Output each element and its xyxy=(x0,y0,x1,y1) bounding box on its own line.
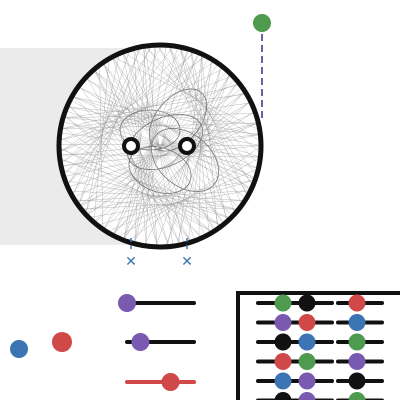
purple-slider-2-knob[interactable] xyxy=(131,333,150,351)
spirograph-disc xyxy=(56,42,264,250)
disc-lobe xyxy=(148,88,208,152)
palette-swatch-black[interactable] xyxy=(348,372,366,390)
color-palette-panel xyxy=(236,291,400,400)
palette-frame xyxy=(236,291,400,400)
palette-swatch-purple[interactable] xyxy=(298,372,316,390)
right-pin[interactable] xyxy=(178,137,196,155)
palette-swatch-black[interactable] xyxy=(274,392,292,400)
palette-swatch-green[interactable] xyxy=(274,294,292,312)
palette-swatch-blue[interactable] xyxy=(298,333,316,351)
red-ball[interactable] xyxy=(52,332,72,352)
palette-swatch-purple[interactable] xyxy=(298,392,316,400)
blue-ball[interactable] xyxy=(10,340,28,358)
palette-swatch-blue[interactable] xyxy=(348,314,366,331)
disc-rim xyxy=(56,42,264,250)
disc-lobe xyxy=(128,146,192,194)
left-pin[interactable] xyxy=(122,137,140,155)
palette-swatch-red[interactable] xyxy=(274,353,292,370)
palette-swatch-red[interactable] xyxy=(298,314,316,331)
palette-swatch-green[interactable] xyxy=(348,333,366,351)
palette-swatch-green[interactable] xyxy=(348,392,366,400)
disc-lobe xyxy=(151,128,219,192)
right-floor-marker[interactable]: ✕ xyxy=(181,254,193,270)
purple-slider-knob[interactable] xyxy=(118,294,136,312)
palette-swatch-purple[interactable] xyxy=(348,353,366,370)
disc-lobe xyxy=(119,109,181,151)
palette-swatch-purple[interactable] xyxy=(274,314,292,331)
red-slider-knob[interactable] xyxy=(161,373,180,391)
palette-swatch-green[interactable] xyxy=(298,353,316,370)
pendulum-handle[interactable] xyxy=(253,14,271,32)
palette-swatch-red[interactable] xyxy=(348,294,366,312)
palette-swatch-black[interactable] xyxy=(298,294,316,312)
palette-swatch-black[interactable] xyxy=(274,333,292,351)
left-floor-marker[interactable]: ✕ xyxy=(125,254,137,270)
palette-swatch-blue[interactable] xyxy=(274,372,292,390)
